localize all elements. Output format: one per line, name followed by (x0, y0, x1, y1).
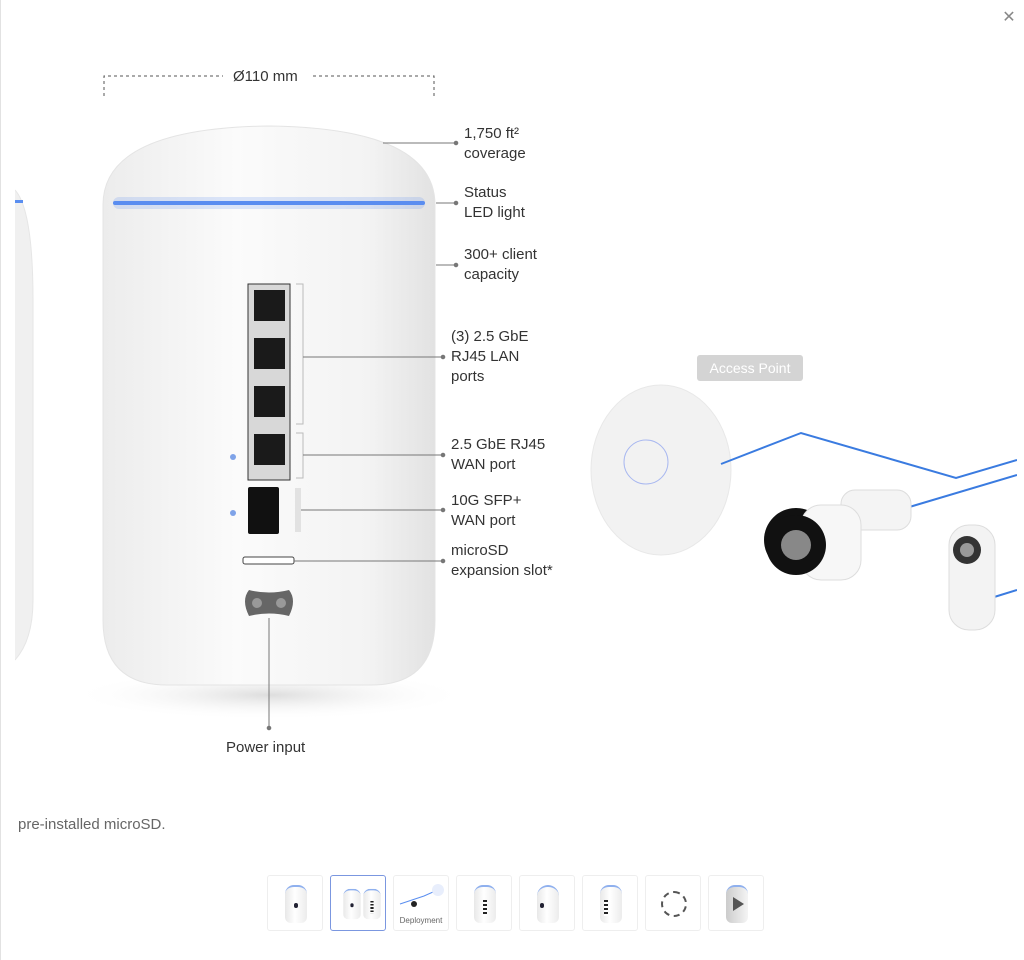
callout-lan-ports: (3) 2.5 GbE RJ45 LAN ports (451, 328, 529, 385)
callout-microsd: microSD expansion slot* (451, 542, 553, 579)
thumbnail-strip: Deployment (267, 875, 764, 931)
thumbnail-back[interactable] (456, 875, 512, 931)
thumbnail-video[interactable] (708, 875, 764, 931)
play-icon (733, 897, 744, 911)
thumbnail-deployment[interactable]: Deployment (393, 875, 449, 931)
callout-sfp-port: 10G SFP+ WAN port (451, 492, 522, 529)
thumbnail-diagram[interactable] (330, 875, 386, 931)
product-illustration (15, 75, 1017, 731)
callout-power: Power input (226, 739, 306, 756)
callout-wan-port: 2.5 GbE RJ45 WAN port (451, 436, 546, 473)
callout-client-capacity: 300+ client capacity (464, 246, 537, 283)
diameter-label: Ø110 mm (233, 68, 298, 85)
thumbnail-top[interactable] (645, 875, 701, 931)
gallery-slide: Ø110 mm 1,750 ft² coverage Status LED li… (15, 0, 1017, 790)
next-slide-preview (590, 384, 1017, 631)
thumbnail-angle-back[interactable] (582, 875, 638, 931)
description-text: pre-installed microSD. (18, 816, 166, 833)
callout-coverage: 1,750 ft² coverage (464, 125, 526, 162)
close-button[interactable]: ✕ (1002, 9, 1016, 26)
thumbnail-front[interactable] (267, 875, 323, 931)
access-point-badge: Access Point (697, 355, 803, 381)
thumbnail-angle-front[interactable] (519, 875, 575, 931)
callout-status-led: Status LED light (464, 184, 525, 221)
